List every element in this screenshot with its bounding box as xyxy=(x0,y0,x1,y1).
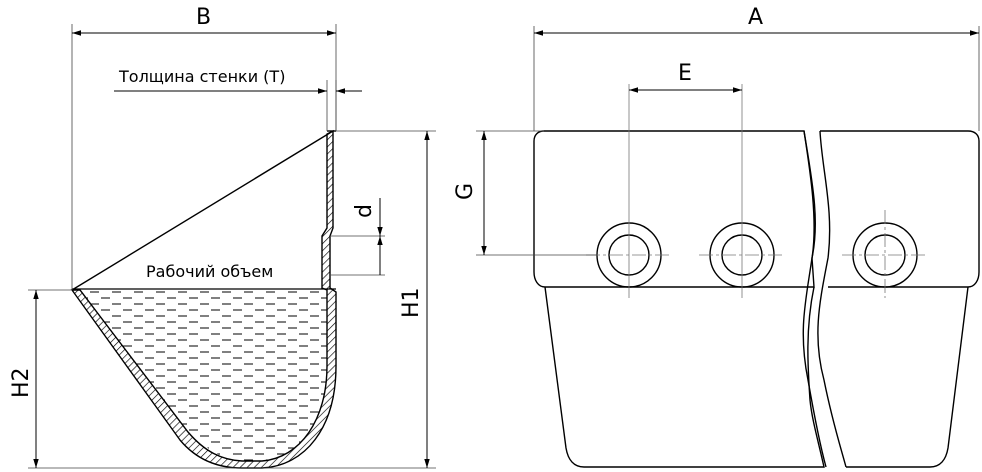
dim-a-label: A xyxy=(748,5,763,30)
front-lower-body-right xyxy=(846,286,969,468)
dim-g-label: G xyxy=(453,183,478,200)
dim-h2-label: H2 xyxy=(9,367,34,398)
working-volume-liquid xyxy=(80,289,327,461)
break-line-left xyxy=(802,130,827,468)
dim-d-label: d xyxy=(352,204,377,218)
front-upper-plate-right xyxy=(820,130,980,288)
side-section-view: B Толщина стенки (T) d Рабочий объем H1 … xyxy=(9,5,436,469)
bucket-top-edge xyxy=(71,130,334,291)
front-lower-body-left xyxy=(544,286,825,468)
working-volume-label: Рабочий объем xyxy=(146,262,273,281)
front-view: A E G xyxy=(453,5,980,468)
dim-e-label: E xyxy=(678,61,692,86)
break-line-right xyxy=(817,130,847,468)
dim-b-label: B xyxy=(196,5,211,30)
dim-h1-label: H1 xyxy=(399,287,424,318)
hole-center-lines xyxy=(586,84,928,298)
wall-thickness-label: Толщина стенки (T) xyxy=(118,67,285,86)
